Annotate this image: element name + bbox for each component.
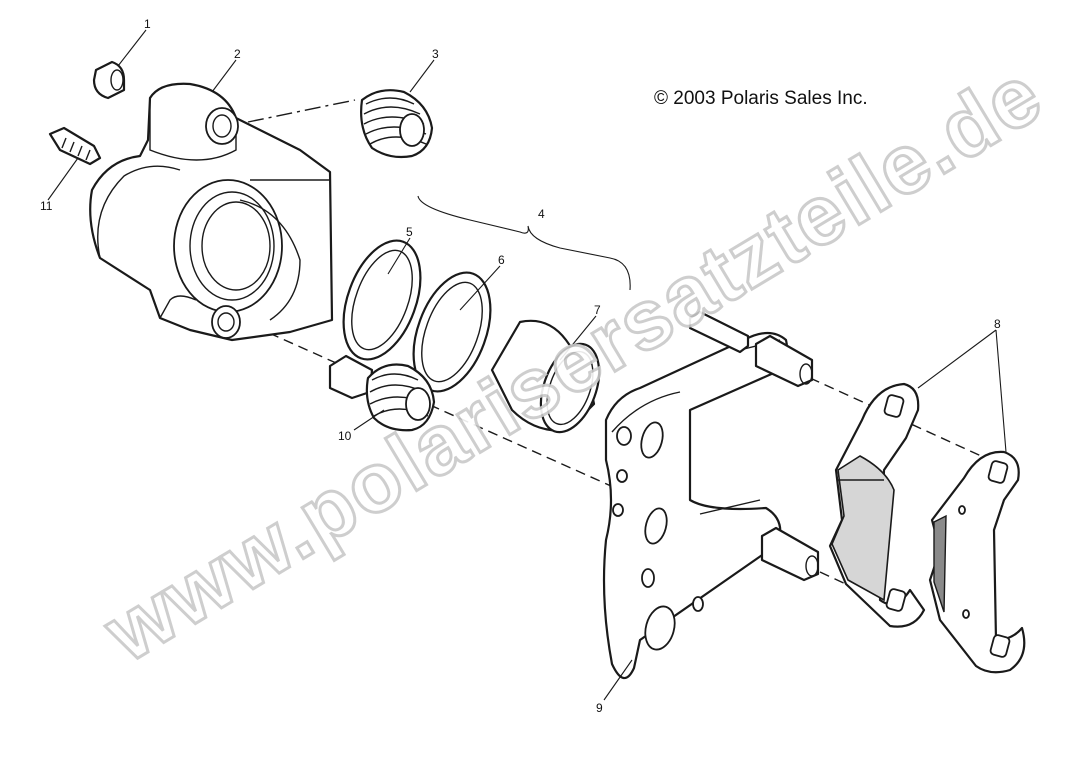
callout-10: 10	[338, 429, 352, 443]
callout-9: 9	[596, 701, 603, 715]
callout-3: 3	[432, 47, 439, 61]
bracket-pins	[688, 310, 820, 582]
caliper-body-part	[89, 82, 334, 342]
callout-5: 5	[406, 225, 413, 239]
callout-4: 4	[538, 207, 545, 221]
callout-1: 1	[144, 17, 151, 31]
pin-boot-upper-part	[360, 89, 434, 159]
callout-2: 2	[234, 47, 241, 61]
callout-6: 6	[498, 253, 505, 267]
brake-pad-outer-part	[928, 450, 1026, 674]
copyright-notice: © 2003 Polaris Sales Inc.	[654, 88, 868, 109]
callout-11: 11	[40, 199, 53, 213]
brake-pad-inner-part	[828, 382, 926, 628]
callout-labels: 1 2 3 4 5 6 7 8 9 10 11	[40, 17, 1001, 715]
piston-seal-part	[342, 239, 422, 361]
callout-8: 8	[994, 317, 1001, 331]
callout-leader-lines	[47, 29, 1007, 701]
bleeder-cap-part	[92, 60, 126, 100]
caliper-bracket-part	[602, 331, 788, 680]
dust-seal-part	[412, 271, 492, 393]
piston-part	[490, 319, 601, 434]
slide-pin-boot-part	[328, 354, 436, 432]
callout-7: 7	[594, 303, 601, 317]
bleeder-valve-part	[48, 126, 102, 166]
piston-kit-bracket	[417, 195, 631, 291]
